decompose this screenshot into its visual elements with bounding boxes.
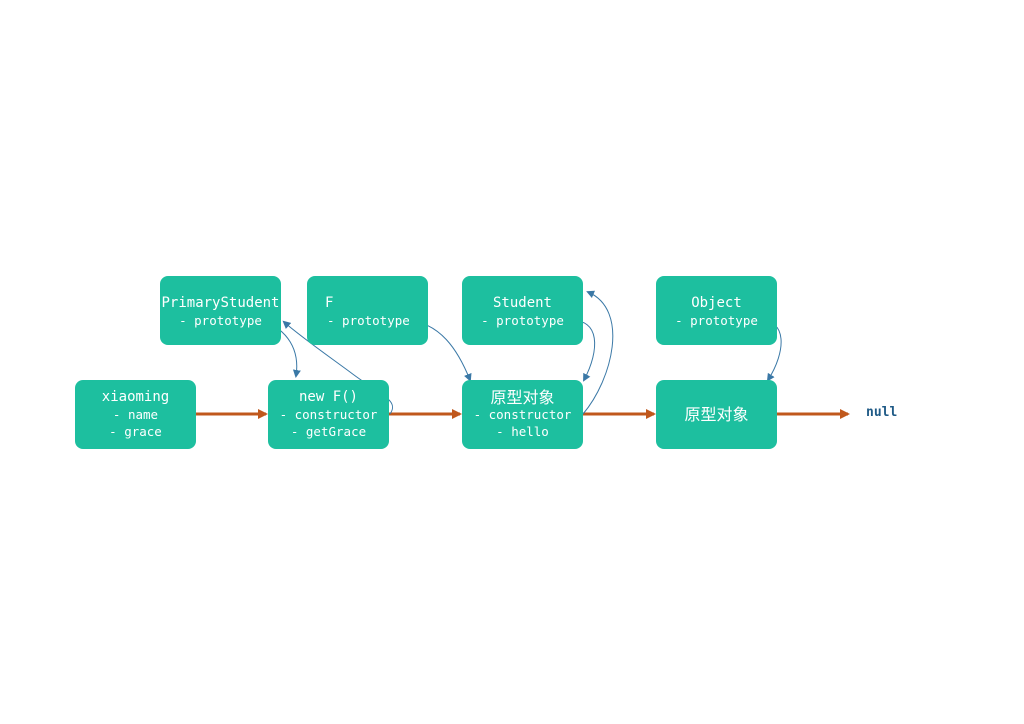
student-proto-title: 原型对象: [490, 388, 555, 407]
new-f-box: new F() - constructor - getGrace: [268, 380, 389, 449]
link-newf-constructor-to-primarystudent: [282, 320, 393, 415]
xiaoming-box: xiaoming - name - grace: [75, 380, 196, 449]
student-line-1: - prototype: [481, 313, 564, 328]
student-proto-line-2: - hello: [496, 424, 549, 439]
object-box: Object - prototype: [656, 276, 777, 345]
object-title: Object: [691, 295, 742, 311]
link-student-proto-constructor-to-student: [582, 290, 614, 415]
new-f-line-2: - getGrace: [290, 424, 367, 439]
object-line-1: - prototype: [675, 313, 758, 328]
student-box: Student - prototype: [462, 276, 583, 345]
new-f-title: new F(): [298, 389, 358, 405]
object-proto-title: 原型对象: [684, 405, 749, 424]
xiaoming-title: xiaoming: [101, 389, 170, 405]
new-f-line-1: - constructor: [279, 407, 378, 422]
primary-student-box: PrimaryStudent - prototype: [160, 276, 281, 345]
f-title: F: [325, 295, 334, 311]
student-proto-line-1: - constructor: [473, 407, 572, 422]
f-box: F - prototype: [307, 276, 428, 345]
primary-student-title: PrimaryStudent: [161, 295, 280, 311]
xiaoming-line-1: - name: [112, 407, 159, 422]
student-title: Student: [492, 295, 552, 311]
null-label: null: [866, 405, 898, 420]
f-line-1: - prototype: [327, 313, 410, 328]
student-proto-box: 原型对象 - constructor - hello: [462, 380, 583, 449]
primary-student-line-1: - prototype: [179, 313, 262, 328]
object-proto-box: 原型对象: [656, 380, 777, 449]
xiaoming-line-2: - grace: [109, 424, 162, 439]
